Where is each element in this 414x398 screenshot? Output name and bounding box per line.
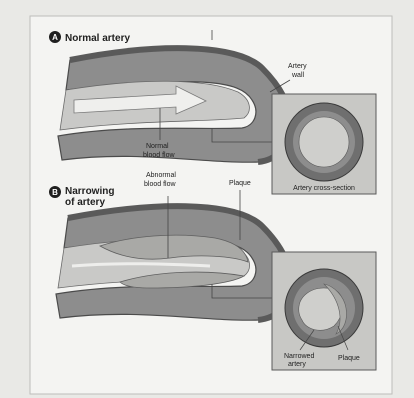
badge-a-letter: A bbox=[52, 33, 58, 42]
badge-b-letter: B bbox=[52, 188, 58, 197]
abnormal-flow-label-line2: blood flow bbox=[144, 181, 176, 188]
artery-wall-label-line1: Artery bbox=[288, 63, 307, 70]
normal-cross-section-lumen bbox=[299, 117, 349, 167]
artery-wall-label-line2: wall bbox=[291, 72, 305, 79]
narrowed-artery-label-line1: Narrowed bbox=[284, 353, 314, 360]
panel-a-title: Normal artery bbox=[65, 33, 130, 44]
panel-b-title-line2: of artery bbox=[65, 197, 105, 208]
panel-b-title-line1: Narrowing bbox=[65, 186, 114, 197]
abnormal-flow-label-line1: Abnormal bbox=[146, 172, 176, 179]
cross-section-label: Artery cross-section bbox=[293, 185, 355, 192]
narrowed-artery-label-line2: artery bbox=[288, 361, 306, 368]
normal-flow-label-line1: Normal bbox=[146, 143, 169, 150]
plaque-top-label: Plaque bbox=[229, 180, 251, 187]
plaque-inset-label: Plaque bbox=[338, 355, 360, 362]
normal-flow-label-line2: blood flow bbox=[143, 152, 175, 159]
